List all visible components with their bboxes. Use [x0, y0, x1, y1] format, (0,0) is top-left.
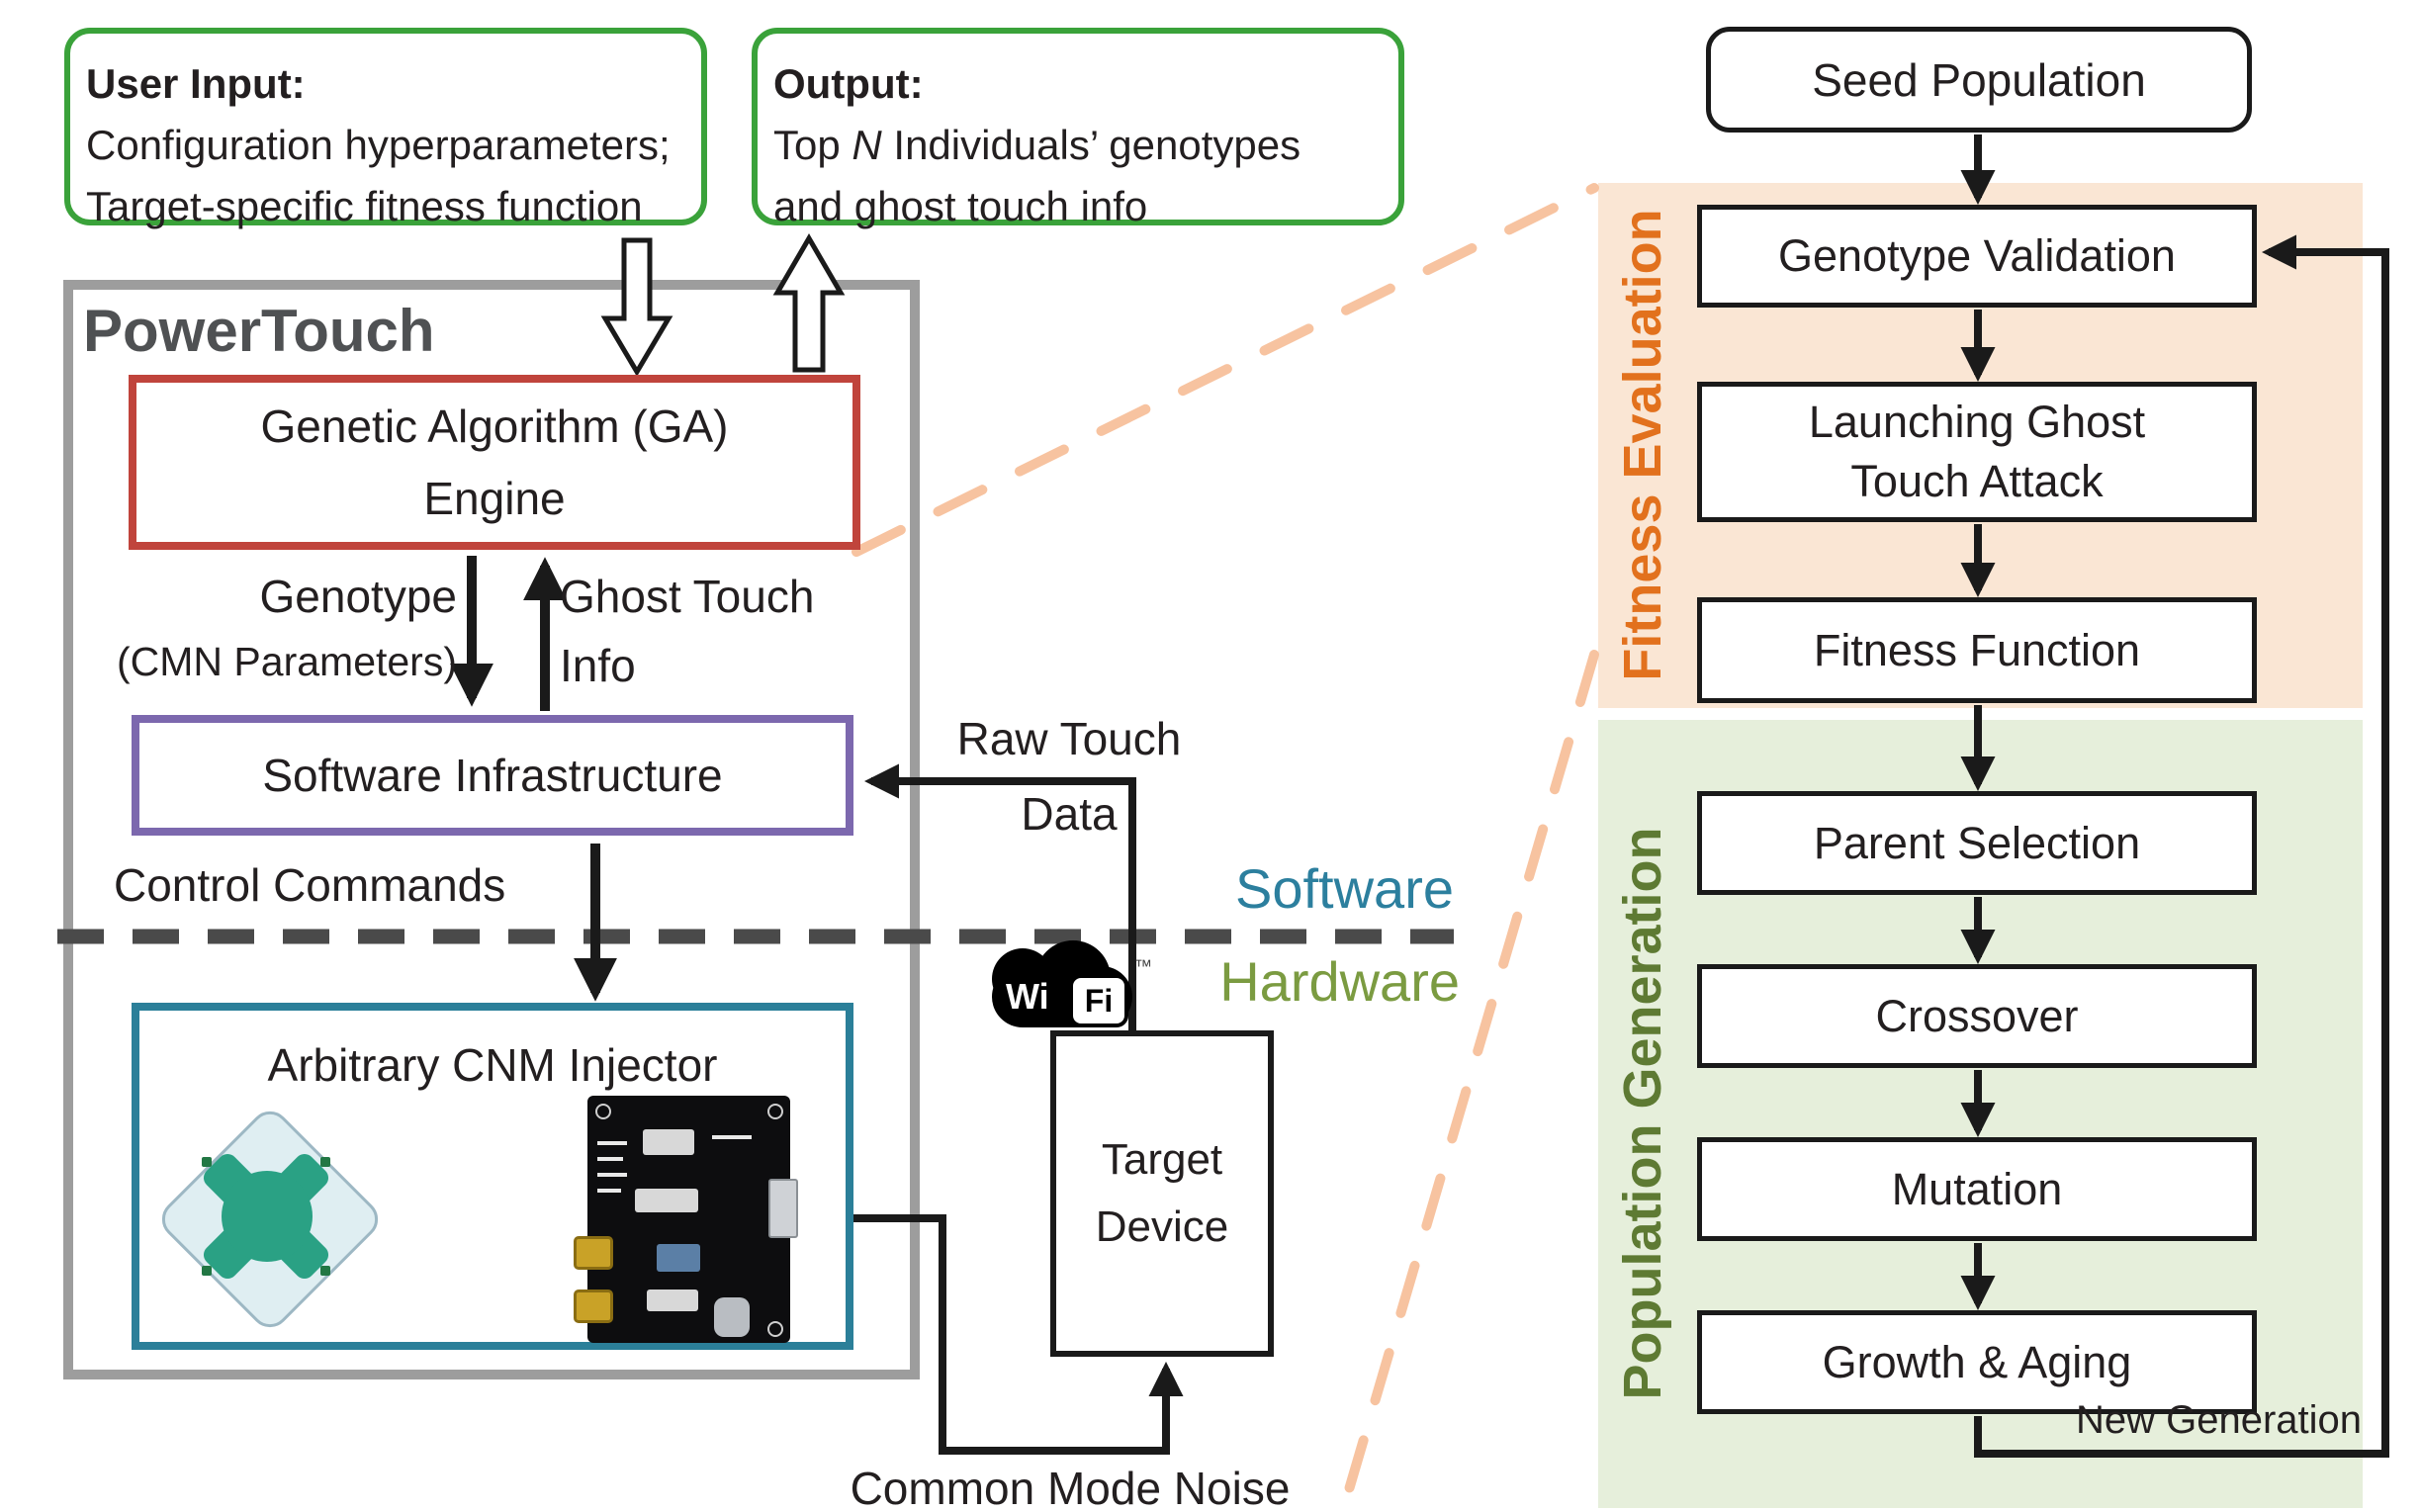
flow-step-mutation: Mutation [1697, 1137, 2257, 1241]
sma-connector [574, 1236, 613, 1270]
flow-step-parent-selection: Parent Selection [1697, 791, 2257, 895]
raw-touch-data-line [863, 763, 1136, 1030]
wifi-icon: Wi Fi ™ [992, 940, 1152, 1033]
genotype-label: Genotype [259, 571, 457, 622]
powertouch-frame [63, 280, 920, 1379]
new-generation-feedback-line [1974, 234, 2389, 1458]
user-input-box: User Input: Configuration hyperparameter… [64, 28, 707, 229]
signal-generator-photo [150, 1103, 387, 1336]
user-input-arrow-icon [600, 237, 673, 377]
raw-touch-label-line2: Data [1021, 788, 1118, 840]
ga-engine-line1: Genetic Algorithm (GA) [260, 400, 729, 452]
ga-engine-line2: Engine [423, 472, 566, 524]
raw-touch-label-line1: Raw Touch [956, 713, 1182, 764]
flow-step-fitness-function: Fitness Function [1697, 597, 2257, 703]
flow-step-genotype-validation: Genotype Validation [1697, 205, 2257, 308]
new-generation-label: New Generation [2075, 1398, 2362, 1442]
software-infrastructure-box: Software Infrastructure [132, 715, 853, 836]
electrolytic-cap [714, 1297, 750, 1337]
output-title: Output: [773, 60, 924, 107]
powertouch-title: PowerTouch [83, 298, 435, 364]
output-line1: Top N Individuals’ genotypes [773, 122, 1301, 168]
device-hub [222, 1171, 313, 1262]
ghost-touch-label: Ghost Touch [560, 571, 815, 622]
user-input-title: User Input: [86, 60, 306, 107]
output-box: Output: Top N Individuals’ genotypes and… [752, 28, 1404, 229]
usb-connector [768, 1179, 798, 1238]
output-line2: and ghost touch info [773, 183, 1148, 229]
user-input-line2: Target-specific fitness function [86, 183, 643, 229]
cmn-parameters-label: (CMN Parameters) [117, 639, 457, 684]
noise-injector-pcb-photo [574, 1096, 798, 1343]
callout-dash-top [852, 183, 1599, 557]
sma-connector [574, 1290, 613, 1323]
fitness-evaluation-label: Fitness Evaluation [1613, 209, 1672, 681]
ga-engine-box: Genetic Algorithm (GA) Engine [129, 375, 860, 550]
population-generation-label: Population Generation [1613, 827, 1672, 1400]
control-commands-label: Control Commands [114, 859, 506, 911]
callout-dash-bottom [1340, 650, 1599, 1508]
flow-step-seed-population: Seed Population [1706, 27, 2252, 133]
flow-step-growth-aging: Growth & Aging [1697, 1310, 2257, 1414]
software-label: Software [1235, 857, 1454, 920]
user-input-line1: Configuration hyperparameters; [86, 122, 671, 168]
target-device-box: Target Device [1050, 1030, 1274, 1357]
common-mode-noise-line [788, 1214, 1184, 1455]
hardware-label: Hardware [1219, 950, 1460, 1013]
ghost-touch-info-label: Info [560, 640, 636, 691]
common-mode-noise-label: Common Mode Noise [850, 1463, 1291, 1512]
output-arrow-icon [772, 233, 846, 373]
flow-step-launching-ghost-touch-attack: Launching Ghost Touch Attack [1697, 382, 2257, 522]
cnm-injector-title: Arbitrary CNM Injector [267, 1039, 718, 1091]
flow-step-crossover: Crossover [1697, 964, 2257, 1068]
